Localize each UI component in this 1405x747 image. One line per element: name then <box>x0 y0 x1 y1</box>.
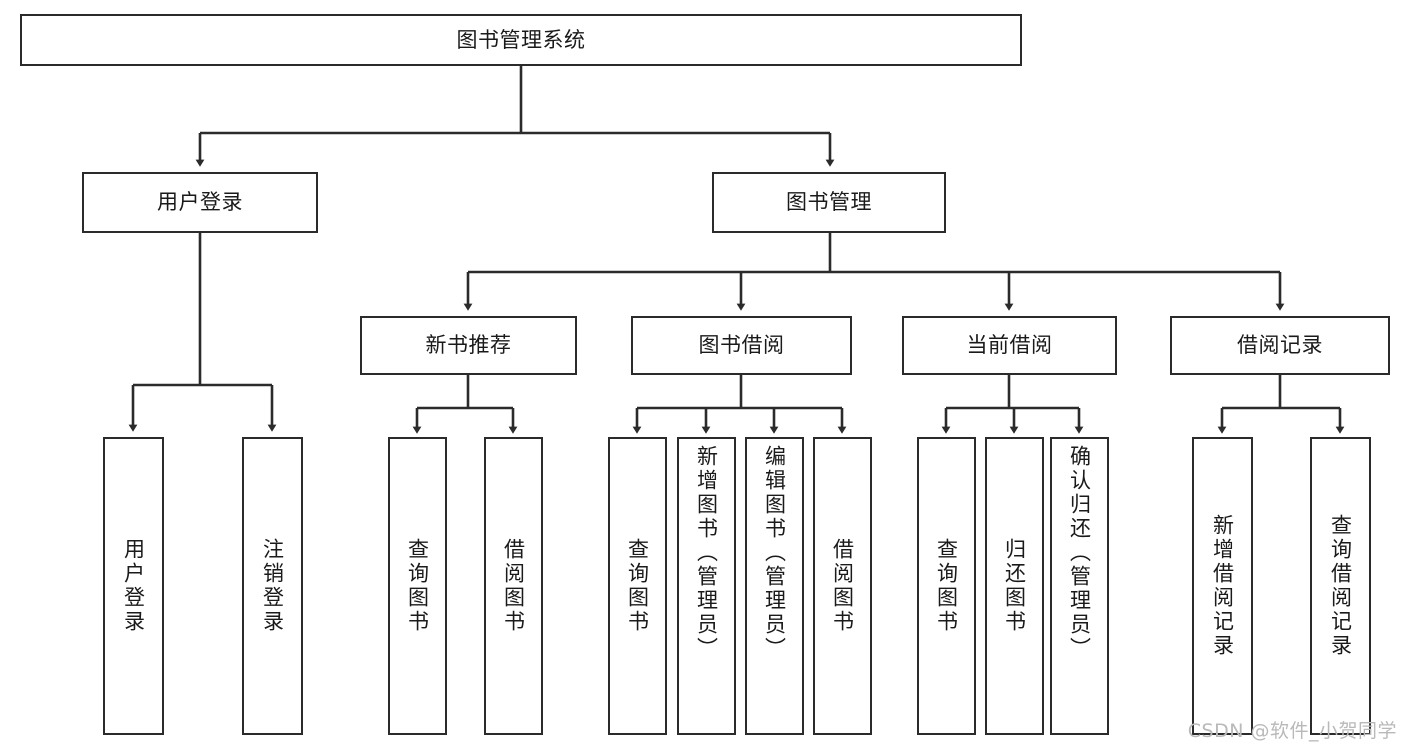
node-borrow-record-label: 借阅记录 <box>1237 333 1323 358</box>
node-root-system[interactable]: 图书管理系统 <box>20 14 1022 66</box>
leaf-borrow-edit-book-admin-label: 编辑图书（管理员） <box>762 445 787 661</box>
node-root-system-label: 图书管理系统 <box>456 27 586 52</box>
node-book-management-label: 图书管理 <box>786 190 872 215</box>
node-user-login-label: 用户登录 <box>157 190 243 215</box>
leaf-current-query-book[interactable]: 查询图书 <box>917 437 976 735</box>
node-new-book-recommend[interactable]: 新书推荐 <box>360 316 577 375</box>
leaf-current-return-book[interactable]: 归还图书 <box>985 437 1044 735</box>
leaf-record-query-record-label: 查询借阅记录 <box>1328 514 1353 658</box>
leaf-user-login-signout[interactable]: 注销登录 <box>242 437 303 735</box>
node-current-borrow[interactable]: 当前借阅 <box>902 316 1117 375</box>
leaf-recommend-borrow-book-label: 借阅图书 <box>501 538 526 634</box>
leaf-record-add-record-label: 新增借阅记录 <box>1210 514 1235 658</box>
node-book-management[interactable]: 图书管理 <box>712 172 946 233</box>
leaf-recommend-query-book-label: 查询图书 <box>405 538 430 634</box>
leaf-borrow-edit-book-admin[interactable]: 编辑图书（管理员） <box>745 437 804 735</box>
leaf-current-query-book-label: 查询图书 <box>934 538 959 634</box>
node-borrow-record[interactable]: 借阅记录 <box>1170 316 1390 375</box>
leaf-user-login-signin[interactable]: 用户登录 <box>103 437 164 735</box>
leaf-borrow-borrow-book[interactable]: 借阅图书 <box>813 437 872 735</box>
leaf-borrow-add-book-admin-label: 新增图书（管理员） <box>694 445 719 661</box>
leaf-user-login-signin-label: 用户登录 <box>121 538 146 634</box>
node-book-borrow[interactable]: 图书借阅 <box>631 316 852 375</box>
leaf-user-login-signout-label: 注销登录 <box>260 538 285 634</box>
leaf-recommend-borrow-book[interactable]: 借阅图书 <box>484 437 543 735</box>
node-book-borrow-label: 图书借阅 <box>698 333 785 358</box>
node-new-book-recommend-label: 新书推荐 <box>425 333 512 358</box>
leaf-recommend-query-book[interactable]: 查询图书 <box>388 437 447 735</box>
leaf-current-confirm-return-admin[interactable]: 确认归还（管理员） <box>1050 437 1109 735</box>
node-user-login[interactable]: 用户登录 <box>82 172 318 233</box>
leaf-borrow-query-book-label: 查询图书 <box>625 538 650 634</box>
csdn-watermark: CSDN @软件_小贺同学 <box>1187 720 1397 742</box>
leaf-current-return-book-label: 归还图书 <box>1002 538 1027 634</box>
leaf-borrow-query-book[interactable]: 查询图书 <box>608 437 667 735</box>
leaf-current-confirm-return-admin-label: 确认归还（管理员） <box>1067 445 1092 661</box>
leaf-record-query-record[interactable]: 查询借阅记录 <box>1310 437 1371 735</box>
leaf-borrow-add-book-admin[interactable]: 新增图书（管理员） <box>677 437 736 735</box>
leaf-record-add-record[interactable]: 新增借阅记录 <box>1192 437 1253 735</box>
node-current-borrow-label: 当前借阅 <box>966 333 1053 358</box>
leaf-borrow-borrow-book-label: 借阅图书 <box>830 538 855 634</box>
